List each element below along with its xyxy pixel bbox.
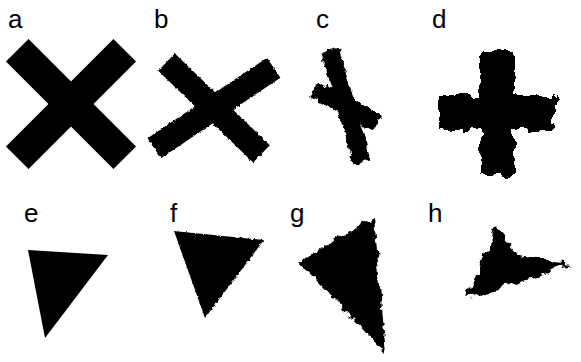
cross-shape [6, 39, 136, 169]
cross-shape [439, 50, 555, 174]
panel-letter: g [290, 200, 304, 226]
triangle-shape [174, 231, 264, 318]
triangle-shape [28, 250, 108, 338]
panel-letter: d [432, 6, 446, 32]
panel-letter: h [428, 200, 442, 226]
panel-letter: c [316, 6, 329, 32]
panel-letter: e [24, 200, 38, 226]
panel-letter: b [154, 6, 168, 32]
triangle-shape [299, 217, 386, 354]
cross-shape [148, 54, 281, 163]
panel-letter: a [8, 6, 22, 32]
cross-shape [310, 48, 382, 164]
triangle-shape [466, 228, 570, 300]
panel-letter: f [170, 200, 177, 226]
